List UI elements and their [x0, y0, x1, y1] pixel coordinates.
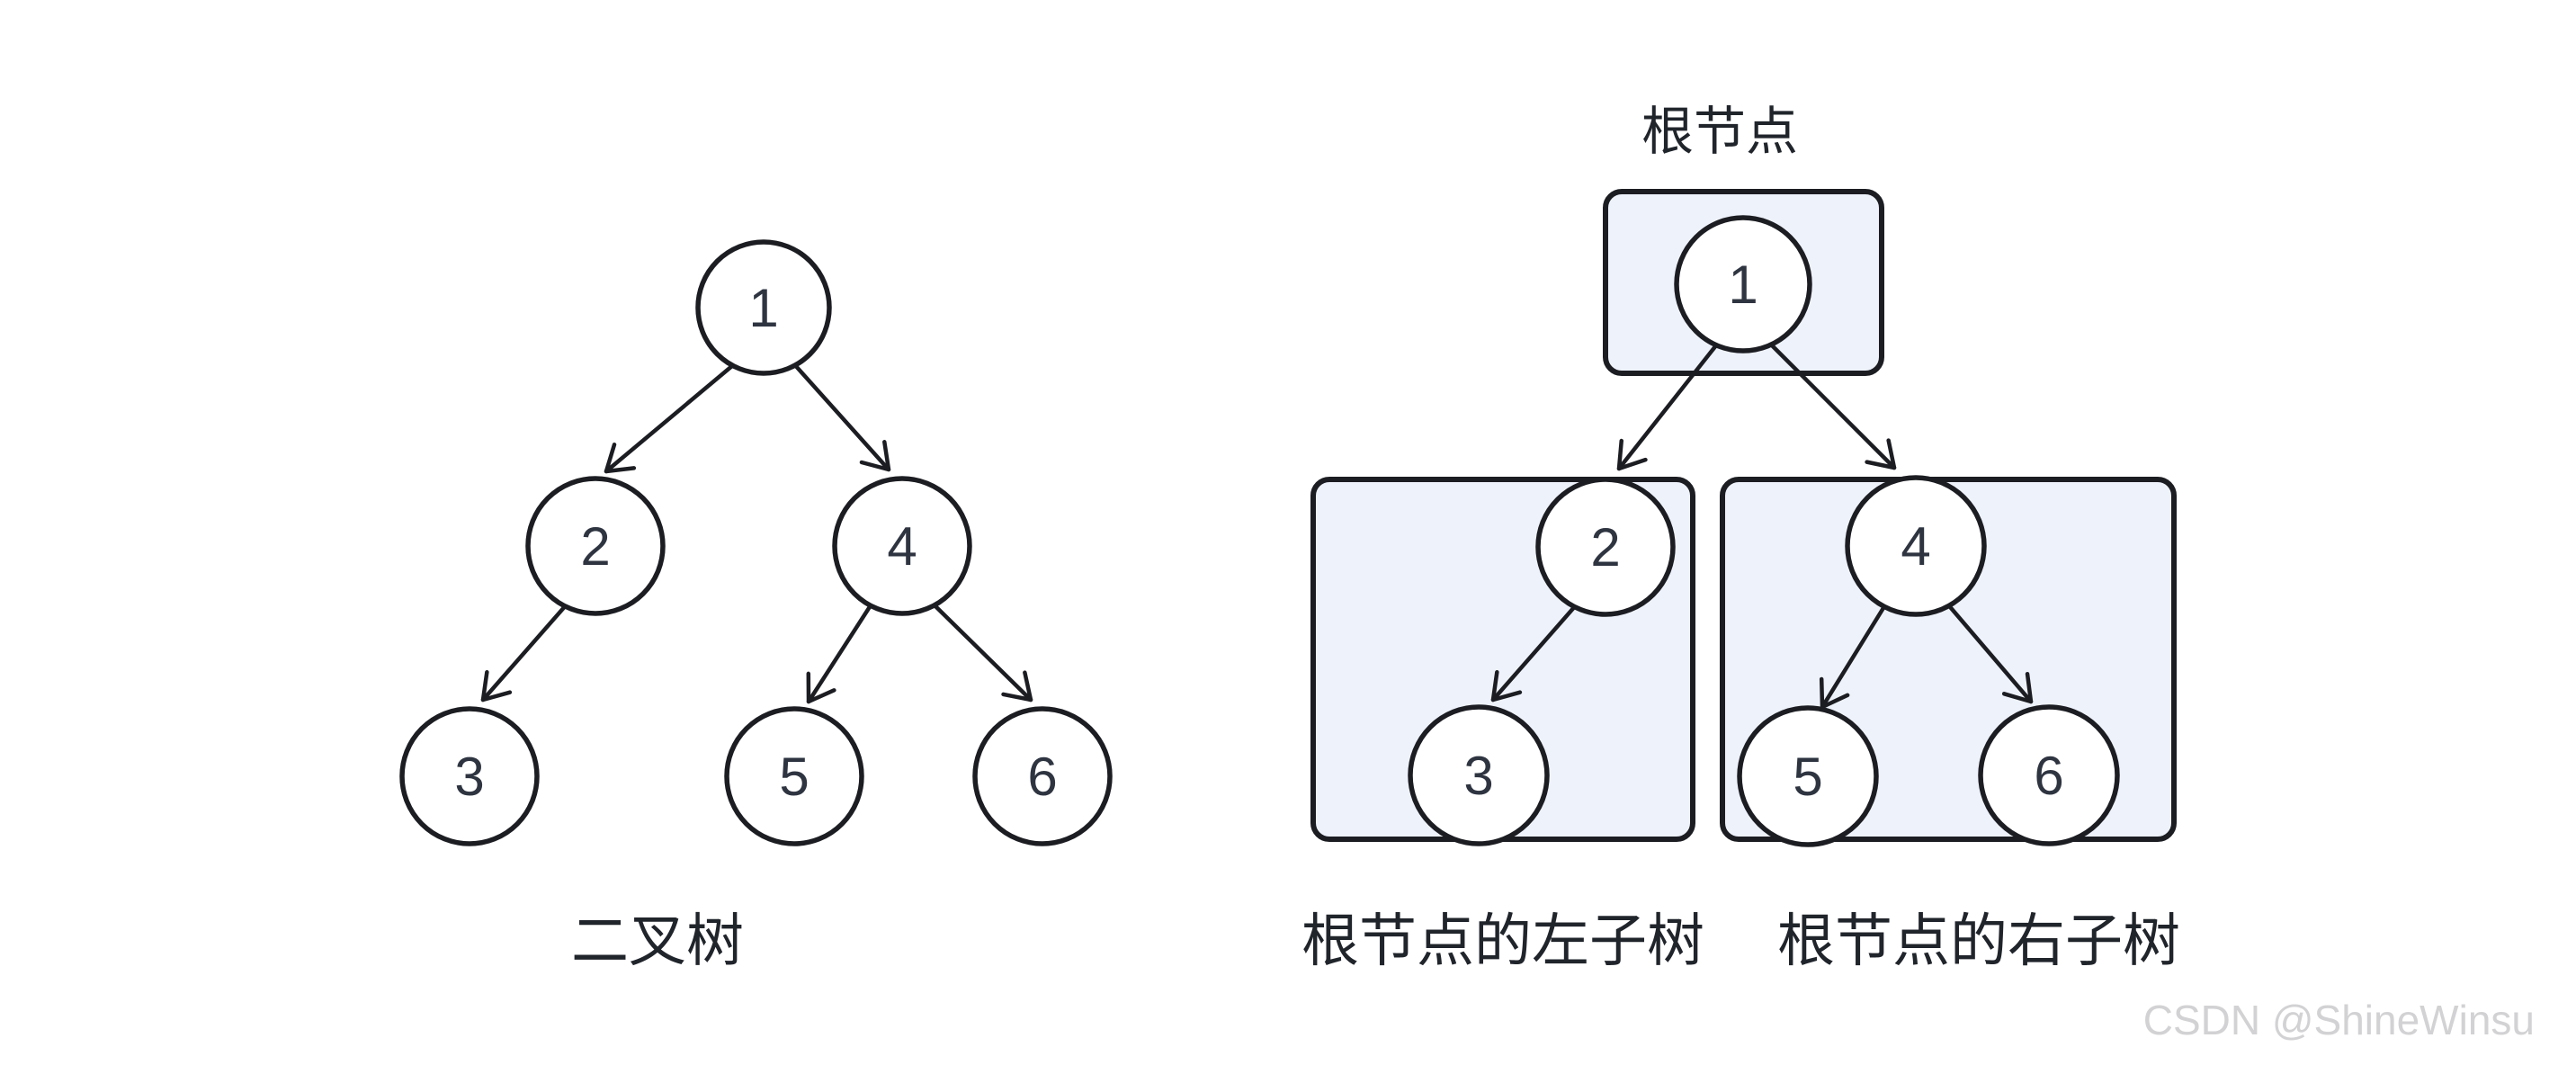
- bt-node-3-value: 3: [454, 747, 484, 807]
- bt-edge-2-3: [480, 602, 569, 703]
- bt-edge-1-4: [792, 362, 891, 472]
- dc-node-2-value: 2: [1590, 517, 1620, 577]
- dc-node-1: 1: [1674, 215, 1812, 354]
- bt-node-3-circle: [399, 706, 540, 846]
- left-subtree-caption: 根节点的左子树: [1301, 908, 1704, 973]
- decomposition-edges: [1490, 343, 2034, 710]
- bt-node-1-value: 1: [748, 278, 778, 338]
- root-node-label: 根节点: [1641, 103, 1798, 161]
- bt-node-4: 4: [832, 476, 972, 616]
- bt-edge-4-6: [931, 602, 1033, 703]
- bt-node-2-circle: [525, 476, 666, 616]
- dc-node-1-value: 1: [1728, 255, 1758, 315]
- dc-edge-1-2: [1616, 343, 1719, 471]
- bt-node-3: 3: [399, 706, 540, 846]
- right-subtree-caption: 根节点的右子树: [1777, 908, 2180, 973]
- binary-tree-figure: 1 2 4 3 5 6 二叉树: [399, 239, 1113, 973]
- bt-node-6: 6: [972, 706, 1113, 846]
- dc-edge-1-4: [1769, 343, 1897, 470]
- bt-edge-4-5: [806, 603, 873, 704]
- watermark-text: CSDN @ShineWinsu: [2143, 997, 2535, 1043]
- bt-node-6-value: 6: [1027, 747, 1057, 807]
- dc-node-5-value: 5: [1793, 747, 1822, 807]
- dc-node-2-circle: [1535, 477, 1676, 617]
- dc-node-4-circle: [1845, 475, 1987, 617]
- bt-node-2: 2: [525, 476, 666, 616]
- bt-node-5-circle: [724, 706, 864, 846]
- bt-edge-1-2: [604, 362, 736, 474]
- bt-node-1: 1: [695, 239, 832, 376]
- bt-node-5-value: 5: [779, 747, 809, 807]
- bt-node-6-circle: [972, 706, 1113, 846]
- dc-node-2: 2: [1535, 477, 1676, 617]
- binary-tree-edges: [480, 362, 1033, 704]
- dc-node-3-circle: [1408, 704, 1550, 846]
- binary-tree-caption: 二叉树: [571, 908, 744, 973]
- dc-node-4-value: 4: [1901, 516, 1930, 577]
- dc-node-6-circle: [1978, 704, 2120, 846]
- bt-node-2-value: 2: [580, 516, 610, 577]
- dc-edge-4-5: [1819, 601, 1889, 710]
- dc-node-3-value: 3: [1463, 746, 1493, 806]
- bt-node-1-circle: [695, 239, 832, 376]
- dc-node-1-circle: [1674, 215, 1812, 354]
- dc-node-4: 4: [1845, 475, 1987, 617]
- dc-edge-4-6: [1944, 600, 2034, 704]
- dc-edge-2-3: [1490, 603, 1579, 703]
- bt-node-4-value: 4: [887, 516, 917, 577]
- decomposition-figure: 根节点 1 2 3: [1301, 103, 2180, 973]
- dc-node-3: 3: [1408, 704, 1550, 846]
- bt-node-4-circle: [832, 476, 972, 616]
- dc-node-6-value: 6: [2034, 746, 2063, 806]
- dc-node-5-circle: [1737, 705, 1879, 847]
- dc-node-5: 5: [1737, 705, 1879, 847]
- bt-node-5: 5: [724, 706, 864, 846]
- dc-node-6: 6: [1978, 704, 2120, 846]
